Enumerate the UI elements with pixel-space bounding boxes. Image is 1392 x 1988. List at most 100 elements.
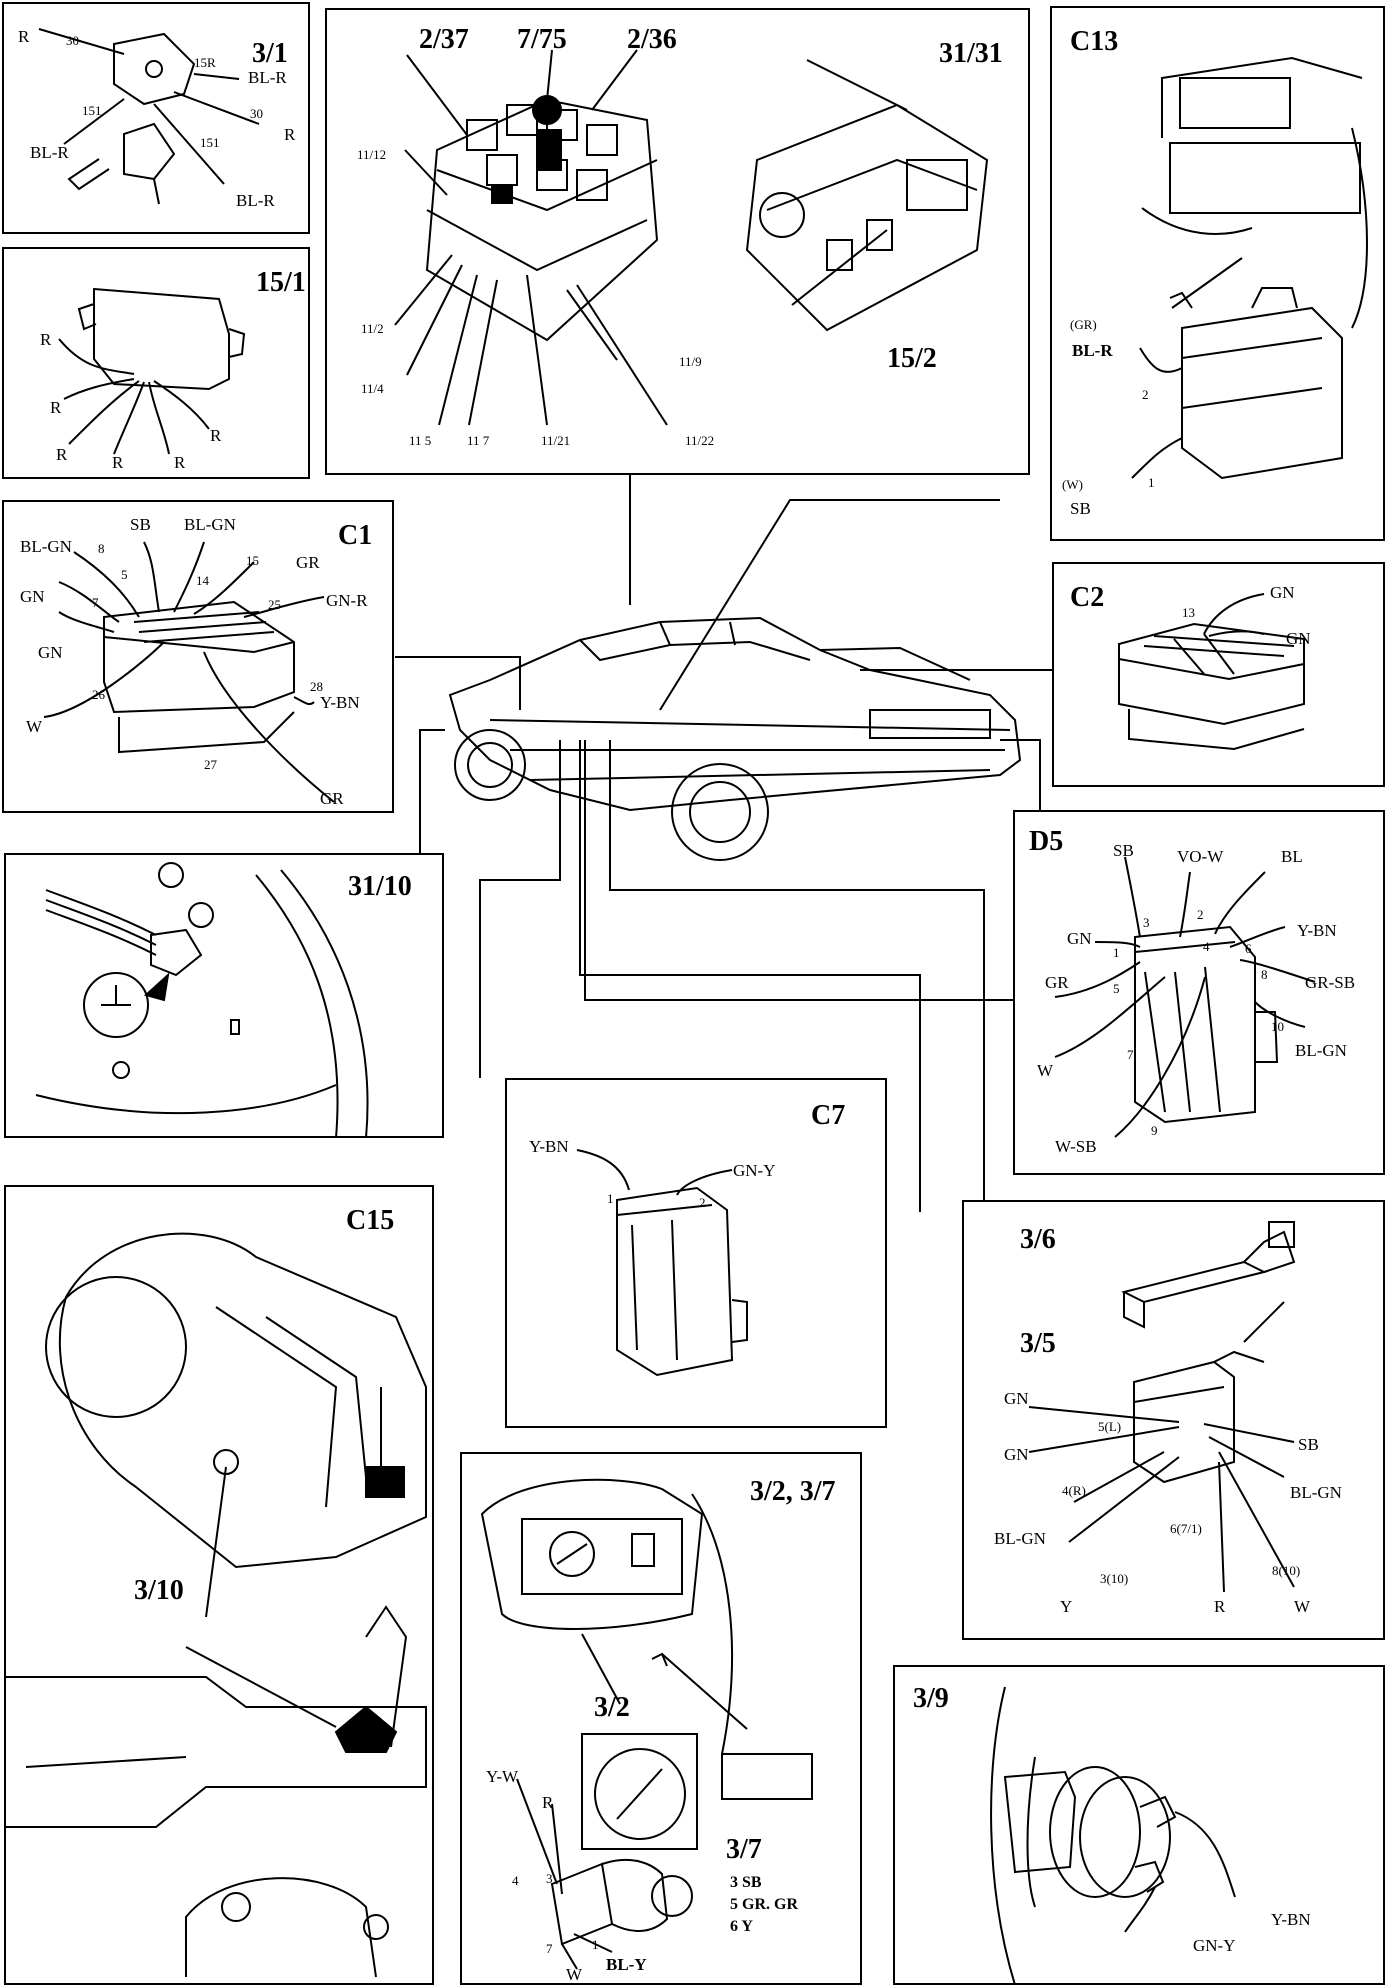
component-title-3-6: 3/6: [1020, 1224, 1056, 1255]
legend-item: 3 SB: [730, 1874, 762, 1891]
pin-label: 3: [1143, 915, 1150, 930]
wire-label: Y-BN: [529, 1137, 569, 1156]
pin-label: 7: [92, 595, 99, 610]
pin-label: 1: [592, 1937, 599, 1952]
wire-label: R: [210, 426, 222, 445]
panel-15-1: 15/1 R R R R R R: [2, 247, 310, 479]
wire-label: GN: [1270, 583, 1295, 602]
connector-c2-drawing: [1118, 593, 1305, 751]
panel-c13-title: C13: [1070, 26, 1119, 57]
fuse-title-2-37: 2/37: [419, 24, 469, 55]
wire-label: W: [1037, 1061, 1054, 1080]
pin-label: 2: [1197, 907, 1204, 922]
wire-label: BL-GN: [994, 1529, 1046, 1548]
pin-label: 8: [1261, 967, 1268, 982]
wire-label: BL-R: [248, 68, 287, 87]
pin-label: 7: [546, 1941, 553, 1956]
panel-c2: C2 GN 13 GN: [1052, 562, 1385, 787]
car-illustration: [448, 616, 1022, 861]
fuse-title-2-36: 2/36: [627, 24, 677, 55]
pin-label: 1: [1113, 945, 1120, 960]
wire-label: GN-Y: [1193, 1936, 1236, 1955]
pin-label: 13: [1182, 605, 1195, 620]
component-title-3-5: 3/5: [1020, 1328, 1056, 1359]
panel-3-9-title: 3/9: [913, 1683, 949, 1714]
legend-item: 6 Y: [730, 1918, 753, 1935]
pin-label: 26: [92, 687, 105, 702]
pin-label: 30: [250, 106, 263, 121]
wire-label: R: [56, 445, 68, 464]
panel-3-1: 3/1 R 30 15R BL-R 30 R 151 151 BL-R BL-R: [2, 2, 310, 234]
panel-d5: D5 SB VO-W BL 3 2 GN 1 4 Y-BN 6 GR 5 8 G…: [1013, 810, 1385, 1175]
pin-label: 4(R): [1062, 1483, 1086, 1498]
panel-3-2-3-7-title: 3/2, 3/7: [750, 1476, 836, 1507]
wire-label: Y-BN: [320, 693, 360, 712]
pin-label: 5(L): [1098, 1419, 1122, 1434]
ground-point-drawing: [35, 862, 369, 1138]
panel-c1-title: C1: [338, 520, 373, 551]
component-label-3-10: 3/10: [134, 1575, 184, 1606]
pin-label: 1: [607, 1191, 614, 1206]
pin-label: 1: [1148, 475, 1155, 490]
wire-label: BL-GN: [1290, 1483, 1342, 1502]
panel-c7-title: C7: [811, 1100, 846, 1131]
wire-label: GN: [1004, 1389, 1029, 1408]
pin-label: 5: [121, 567, 128, 582]
panel-3-9: 3/9 GN-Y Y-BN: [893, 1665, 1385, 1985]
panel-fuse-relay-box: 2/37 7/75 2/36 31/31 15/2 11/12 11/2 11/…: [325, 8, 1030, 475]
sensor-3-9-drawing: [990, 1686, 1236, 1985]
fuse-title-15-2: 15/2: [887, 343, 937, 374]
fuse-relay-drawing: [394, 49, 989, 426]
wire-label: BL-R: [236, 191, 275, 210]
wire-label: SB: [130, 515, 151, 534]
fuse-label: 11/21: [541, 433, 571, 448]
pin-label: 8(10): [1272, 1563, 1301, 1578]
wire-label: R: [18, 27, 30, 46]
wire-label: GR: [296, 553, 320, 572]
control-module-drawing: [58, 287, 246, 455]
wire-label: GN-Y: [733, 1161, 776, 1180]
wire-label: GN: [1067, 929, 1092, 948]
panel-15-1-title: 15/1: [256, 267, 306, 298]
panel-c15-title: C15: [346, 1205, 395, 1236]
pin-label: 28: [310, 679, 323, 694]
wire-label: BL: [1281, 847, 1303, 866]
wire-label: R: [542, 1793, 554, 1812]
pin-label: 6: [1245, 941, 1252, 956]
pin-label: 151: [200, 135, 220, 150]
ignition-switch-drawing: [38, 28, 260, 205]
wire-label: W-SB: [1055, 1137, 1097, 1156]
component-title-3-7: 3/7: [726, 1834, 762, 1865]
wire-label: VO-W: [1177, 847, 1224, 866]
wire-label: (GR): [1070, 317, 1097, 332]
wire-label: GR: [1045, 973, 1069, 992]
wire-label: GR-SB: [1305, 973, 1356, 992]
wire-label: Y-BN: [1297, 921, 1337, 940]
connector-c1-drawing: [43, 541, 335, 803]
panel-d5-title: D5: [1029, 826, 1064, 857]
wire-label: R: [40, 330, 52, 349]
pin-label: 9: [1151, 1123, 1158, 1138]
pin-label: 151: [82, 103, 102, 118]
pin-label: 30: [66, 33, 79, 48]
dashboard-connector-drawing: [1131, 56, 1368, 480]
wire-label: W: [566, 1965, 583, 1984]
pin-label: 3: [546, 1871, 553, 1886]
fuse-label: 11 7: [467, 433, 490, 448]
panel-3-6-3-5: 3/6 3/5 GN GN 5(L) SB BL-GN 4(R) BL-GN 6…: [962, 1200, 1385, 1640]
wire-label: GN: [38, 643, 63, 662]
wire-label: R: [1214, 1597, 1226, 1616]
fuse-title-31-31: 31/31: [939, 38, 1003, 69]
pin-label: 6(7/1): [1170, 1521, 1202, 1536]
fuse-label: 11/2: [361, 321, 384, 336]
wire-label: Y-W: [486, 1767, 519, 1786]
panel-c2-title: C2: [1070, 582, 1105, 613]
panel-3-1-title: 3/1: [252, 38, 288, 69]
pin-label: 4: [1203, 939, 1210, 954]
wire-label: BL-GN: [20, 537, 72, 556]
panel-c13: C13 (GR) BL-R 2 (W) 1 SB: [1050, 6, 1385, 541]
wire-label: SB: [1113, 841, 1134, 860]
component-title-3-2: 3/2: [594, 1692, 630, 1723]
pin-label: 2: [699, 1195, 706, 1210]
wire-label: Y-BN: [1271, 1910, 1311, 1929]
